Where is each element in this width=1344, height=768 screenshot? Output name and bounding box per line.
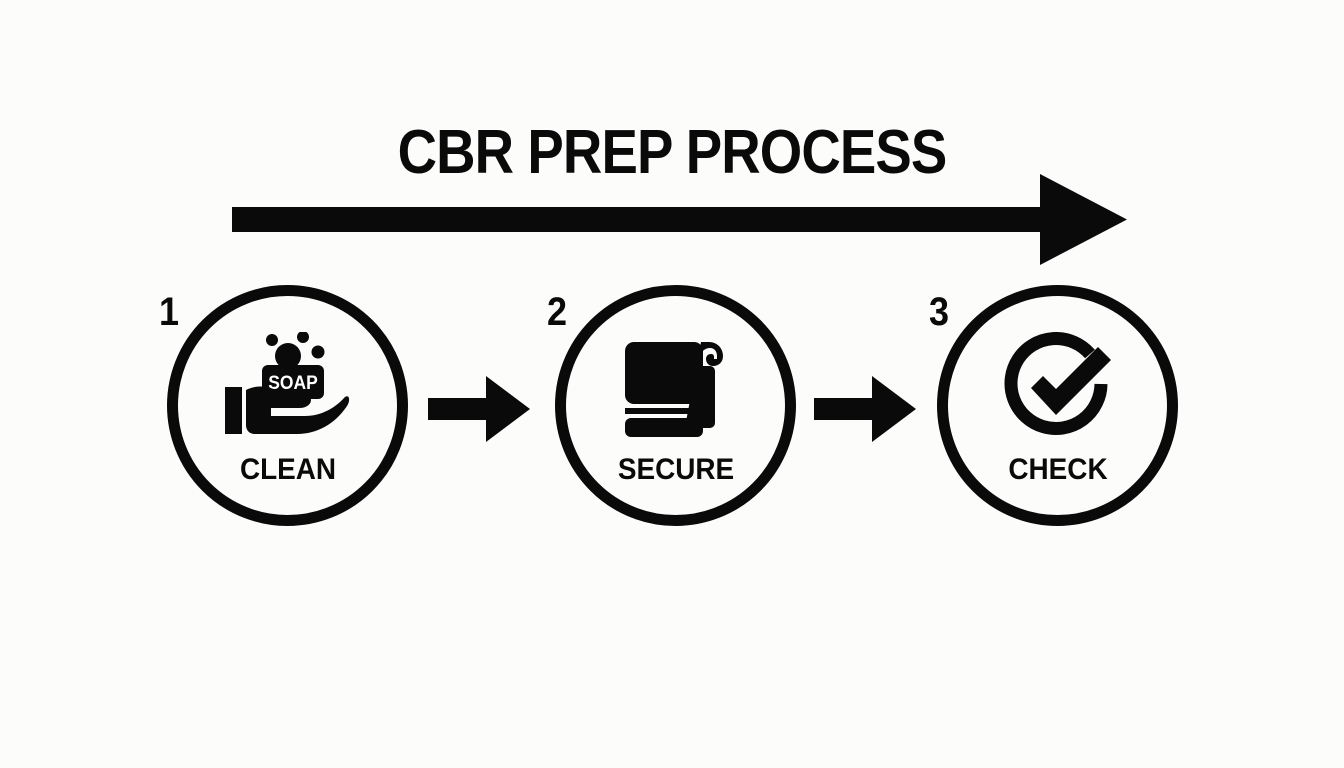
connector-arrow-secure-to-check <box>814 374 916 444</box>
process-direction-arrow <box>232 172 1127 267</box>
folded-towel-icon <box>613 332 739 442</box>
step-number: 2 <box>547 290 568 334</box>
step-number: 3 <box>929 290 950 334</box>
svg-text:SOAP: SOAP <box>268 371 318 393</box>
page-title: CBR PREP PROCESS <box>397 118 948 187</box>
step-number: 1 <box>159 290 180 334</box>
step-circle-outline <box>937 285 1178 526</box>
process-steps: 1 SOAP CLEAN <box>0 278 1344 538</box>
step-circle-outline <box>555 285 796 526</box>
step-circle-outline <box>167 285 408 526</box>
step-label: CLEAN <box>239 453 337 486</box>
step-label: SECURE <box>617 453 735 486</box>
step-clean[interactable]: 1 SOAP CLEAN <box>159 278 414 534</box>
step-secure[interactable]: 2 SECURE <box>547 278 802 534</box>
step-label: CHECK <box>1008 453 1108 486</box>
hand-soap-icon: SOAP <box>225 332 351 442</box>
connector-arrow-clean-to-secure <box>428 374 530 444</box>
check-circle-icon <box>995 332 1121 442</box>
step-check[interactable]: 3 CHECK <box>929 278 1184 534</box>
